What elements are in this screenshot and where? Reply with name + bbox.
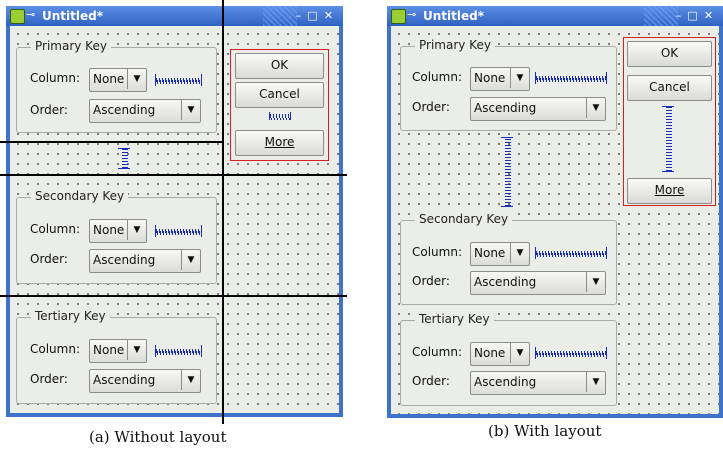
column-select[interactable]: None ▼ (89, 219, 147, 243)
chevron-down-icon: ▼ (127, 340, 146, 360)
horizontal-spacer (155, 74, 202, 86)
layout-guide-horizontal (0, 141, 224, 143)
caption-right: (b) With layout (488, 422, 602, 440)
chevron-down-icon: ▼ (586, 98, 605, 118)
title-pattern (644, 6, 678, 26)
layout-guide-horizontal (0, 295, 347, 297)
column-label: Column: (30, 222, 80, 236)
title-bar[interactable]: ⊸ Untitled* – □ ✕ (6, 6, 343, 26)
column-select[interactable]: None ▼ (470, 67, 530, 91)
order-select[interactable]: Ascending ▼ (470, 97, 606, 121)
maximize-button[interactable]: □ (307, 9, 318, 22)
order-label: Order: (30, 372, 68, 386)
tertiary-key-title: Tertiary Key (31, 309, 110, 323)
chevron-down-icon: ▼ (127, 220, 146, 240)
order-select[interactable]: Ascending ▼ (89, 99, 201, 123)
horizontal-spacer (535, 347, 607, 359)
vertical-spacer (662, 106, 674, 172)
window-title: Untitled* (42, 9, 103, 23)
close-button[interactable]: ✕ (323, 9, 334, 22)
more-button[interactable]: More (235, 130, 324, 156)
horizontal-spacer (535, 72, 607, 84)
column-select[interactable]: None ▼ (470, 242, 530, 266)
secondary-key-group: Secondary Key Column: None ▼ Order: Asce… (400, 212, 617, 305)
cancel-button[interactable]: Cancel (235, 82, 324, 108)
horizontal-spacer (535, 247, 607, 259)
tertiary-key-group: Tertiary Key Column: None ▼ Order: Ascen… (16, 309, 217, 404)
ok-button[interactable]: OK (627, 41, 712, 67)
more-button[interactable]: More (627, 178, 712, 204)
minimize-button[interactable]: – (295, 9, 302, 22)
column-label: Column: (412, 245, 462, 259)
chevron-down-icon: ▼ (510, 68, 529, 88)
order-select[interactable]: Ascending ▼ (470, 271, 606, 295)
tertiary-key-group: Tertiary Key Column: None ▼ Order: Ascen… (400, 312, 617, 406)
chevron-down-icon: ▼ (510, 343, 529, 363)
vertical-spacer (501, 137, 513, 207)
chevron-down-icon: ▼ (181, 370, 200, 390)
layout-guide-vertical (222, 0, 224, 424)
order-label: Order: (412, 274, 450, 288)
chevron-down-icon: ▼ (510, 243, 529, 263)
column-select[interactable]: None ▼ (89, 68, 147, 92)
order-select[interactable]: Ascending ▼ (89, 249, 201, 273)
title-bar[interactable]: ⊸ Untitled* – □ ✕ (387, 6, 723, 26)
horizontal-spacer (155, 345, 202, 357)
layout-guide-horizontal (0, 174, 347, 176)
window-title: Untitled* (423, 9, 484, 23)
primary-key-group: Primary Key Column: None ▼ Order: Ascend… (400, 38, 617, 131)
order-label: Order: (30, 252, 68, 266)
column-select[interactable]: None ▼ (470, 342, 530, 366)
pin-icon[interactable]: ⊸ (26, 8, 36, 21)
close-button[interactable]: ✕ (703, 9, 714, 22)
horizontal-spacer (155, 225, 202, 237)
chevron-down-icon: ▼ (127, 69, 146, 89)
form-canvas[interactable]: Primary Key Column: None ▼ Order: Ascend… (391, 26, 719, 414)
ok-button[interactable]: OK (235, 53, 324, 79)
order-select[interactable]: Ascending ▼ (470, 371, 606, 395)
column-label: Column: (30, 71, 80, 85)
chevron-down-icon: ▼ (586, 372, 605, 392)
secondary-key-title: Secondary Key (415, 212, 513, 226)
window-with-layout: ⊸ Untitled* – □ ✕ Primary Key Column: No… (387, 6, 723, 418)
chevron-down-icon: ▼ (586, 272, 605, 292)
vertical-spacer (269, 112, 291, 120)
order-select[interactable]: Ascending ▼ (89, 369, 201, 393)
chevron-down-icon: ▼ (181, 100, 200, 120)
app-icon (10, 9, 25, 24)
secondary-key-title: Secondary Key (31, 189, 129, 203)
cancel-button[interactable]: Cancel (627, 75, 712, 101)
title-pattern (263, 6, 297, 26)
order-label: Order: (30, 103, 68, 117)
caption-left: (a) Without layout (89, 428, 227, 446)
app-icon (391, 9, 406, 24)
chevron-down-icon: ▼ (181, 250, 200, 270)
window-without-layout: ⊸ Untitled* – □ ✕ Primary Key Column: No… (6, 6, 343, 417)
button-box: OK Cancel More (230, 49, 329, 161)
maximize-button[interactable]: □ (687, 9, 698, 22)
minimize-button[interactable]: – (675, 9, 682, 22)
column-label: Column: (412, 70, 462, 84)
order-label: Order: (412, 100, 450, 114)
column-select[interactable]: None ▼ (89, 339, 147, 363)
column-label: Column: (30, 342, 80, 356)
primary-key-title: Primary Key (31, 39, 111, 53)
tertiary-key-title: Tertiary Key (415, 312, 494, 326)
column-label: Column: (412, 345, 462, 359)
form-canvas[interactable]: Primary Key Column: None ▼ Order: Ascend… (10, 26, 339, 413)
primary-key-group: Primary Key Column: None ▼ Order: Ascend… (16, 39, 217, 133)
button-box: OK Cancel More (623, 37, 716, 206)
primary-key-title: Primary Key (415, 38, 495, 52)
secondary-key-group: Secondary Key Column: None ▼ Order: Asce… (16, 189, 217, 284)
vertical-spacer (118, 148, 130, 169)
pin-icon[interactable]: ⊸ (407, 8, 417, 21)
order-label: Order: (412, 374, 450, 388)
